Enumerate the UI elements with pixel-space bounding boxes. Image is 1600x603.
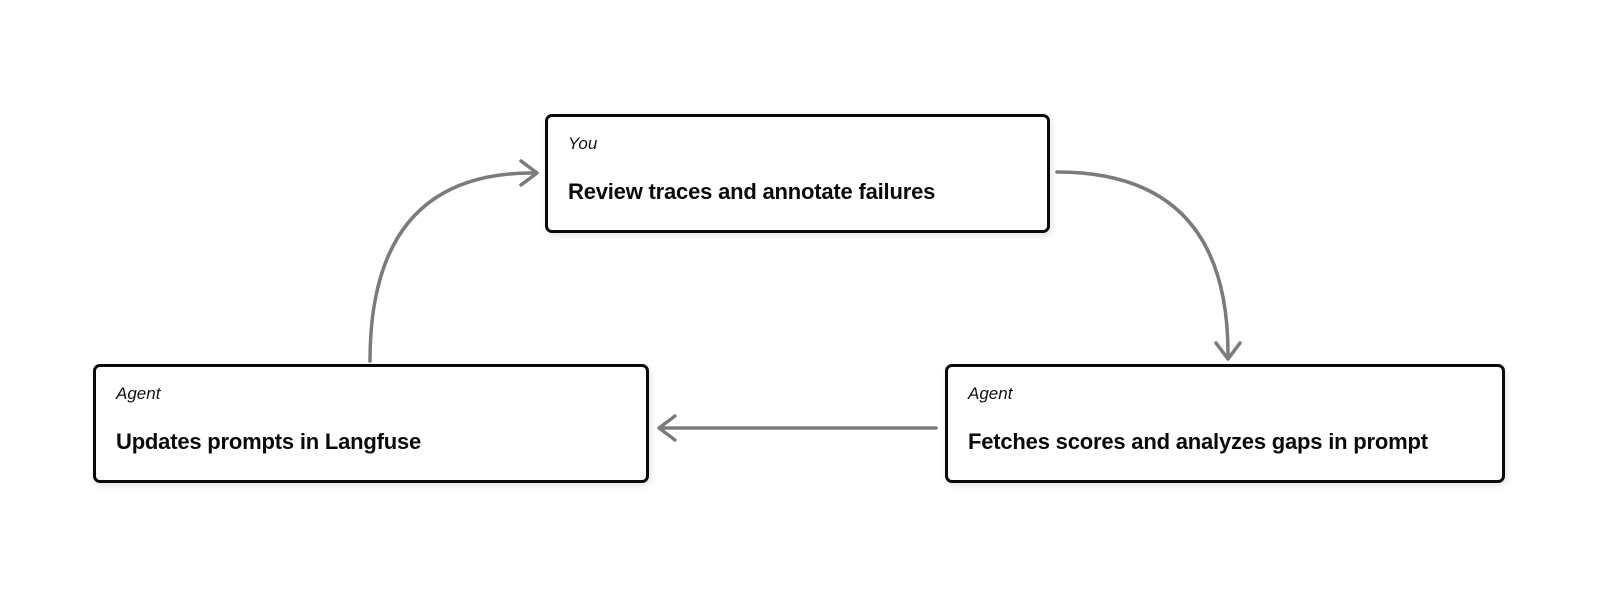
node-review-traces: You Review traces and annotate failures (545, 114, 1050, 233)
node-action-title: Review traces and annotate failures (568, 179, 936, 204)
node-action-title: Updates prompts in Langfuse (116, 429, 422, 454)
node-actor-label: You (568, 134, 598, 153)
arrow-fetch-to-update (657, 414, 938, 442)
node-action-title: Fetches scores and analyzes gaps in prom… (968, 429, 1428, 454)
node-actor-label: Agent (968, 384, 1013, 403)
arrow-update-to-review (368, 159, 539, 363)
node-fetches-scores: Agent Fetches scores and analyzes gaps i… (945, 364, 1505, 483)
arrow-review-to-fetch (1055, 170, 1242, 361)
node-updates-prompts: Agent Updates prompts in Langfuse (93, 364, 649, 483)
node-actor-label: Agent (116, 384, 161, 403)
